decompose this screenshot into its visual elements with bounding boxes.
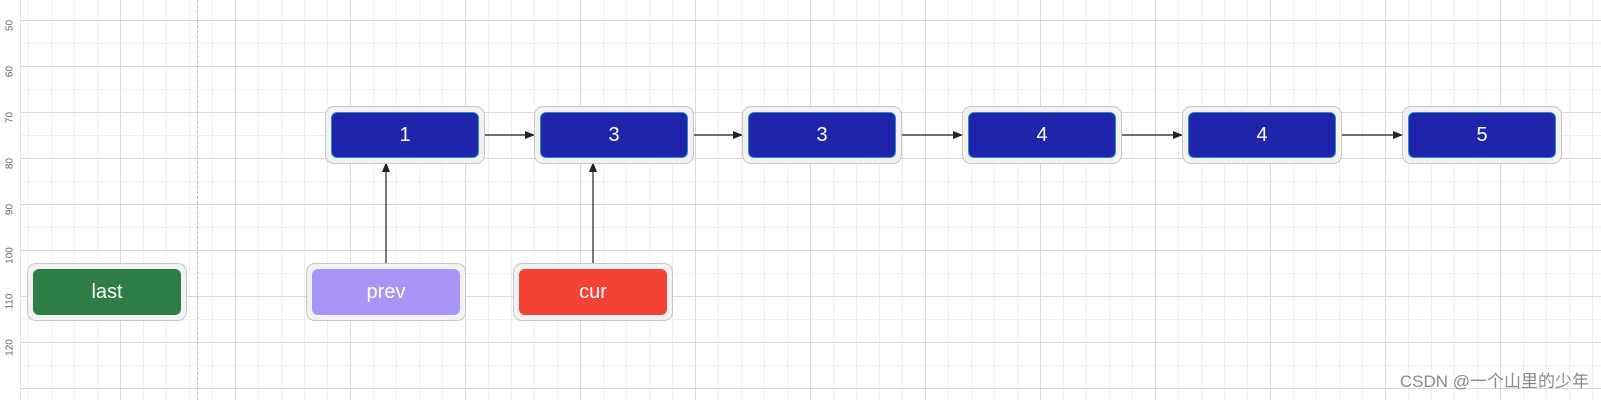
list-node-4[interactable]: 4 bbox=[962, 106, 1122, 164]
list-node-value: 3 bbox=[748, 112, 896, 158]
list-node-value: 5 bbox=[1408, 112, 1556, 158]
watermark: CSDN @一个山里的少年 bbox=[1399, 372, 1589, 391]
pointer-label: prev bbox=[312, 269, 460, 315]
list-node-6[interactable]: 5 bbox=[1402, 106, 1562, 164]
vertical-ruler: 50 60 70 80 90 100 110 120 bbox=[0, 0, 21, 400]
list-node-value: 4 bbox=[968, 112, 1116, 158]
list-node-value: 1 bbox=[331, 112, 479, 158]
pointer-node-cur[interactable]: cur bbox=[513, 263, 673, 321]
list-node-2[interactable]: 3 bbox=[534, 106, 694, 164]
list-node-5[interactable]: 4 bbox=[1182, 106, 1342, 164]
list-node-3[interactable]: 3 bbox=[742, 106, 902, 164]
pointer-node-prev[interactable]: prev bbox=[306, 263, 466, 321]
pointer-label: cur bbox=[519, 269, 667, 315]
pointer-node-last[interactable]: last bbox=[27, 263, 187, 321]
page-break-line bbox=[197, 0, 198, 400]
list-node-value: 3 bbox=[540, 112, 688, 158]
list-node-value: 4 bbox=[1188, 112, 1336, 158]
list-node-1[interactable]: 1 bbox=[325, 106, 485, 164]
pointer-label: last bbox=[33, 269, 181, 315]
